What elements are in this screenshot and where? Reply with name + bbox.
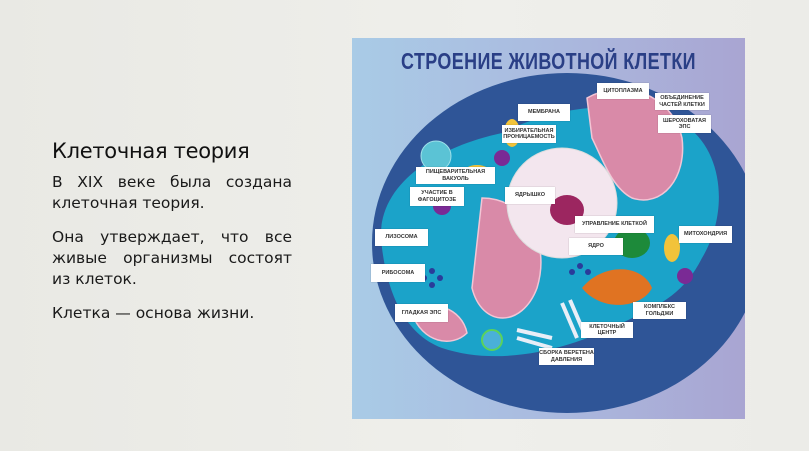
label-control: УПРАВЛЕНИЕ КЛЕТКОЙ — [575, 216, 654, 233]
vesicle — [481, 329, 503, 351]
slide-title: Клеточная теория — [52, 139, 250, 163]
label-ribosome: РИБОСОМА — [371, 264, 425, 282]
lysosome — [494, 150, 510, 166]
mitochondrion — [664, 234, 680, 262]
paragraph-3: Клетка — основа жизни. — [52, 304, 255, 322]
label-nucleus: ЯДРО — [569, 238, 623, 255]
figure-title: СТРОЕНИЕ ЖИВОТНОЙ КЛЕТКИ — [401, 48, 696, 74]
label-phagocytosis: УЧАСТИЕ В ФАГОЦИТОЗЕ — [410, 187, 464, 206]
label-lysosome: ЛИЗОСОМА — [375, 229, 428, 246]
label-mitochondria: МИТОХОНДРИЯ — [679, 226, 732, 243]
label-permeability: ИЗБИРАТЕЛЬНАЯ ПРОНИЦАЕМОСТЬ — [502, 125, 556, 143]
label-union: ОБЪЕДИНЕНИЕ ЧАСТЕЙ КЛЕТКИ — [655, 93, 709, 110]
paragraph-1: В XIX веке была создана клеточная теория… — [52, 173, 292, 212]
label-cytoplasm: ЦИТОПЛАЗМА — [597, 83, 649, 99]
lysosome — [677, 268, 693, 284]
label-nucleolus: ЯДРЫШКО — [505, 187, 555, 204]
label-spindle: СБОРКА ВЕРЕТЕНА ДАВЛЕНИЯ — [539, 348, 594, 365]
label-smooth-er: ГЛАДКАЯ ЭПС — [395, 304, 448, 322]
cell-structure-image: СТРОЕНИЕ ЖИВОТНОЙ КЛЕТКИ ЦИТОПЛАЗМА ОБЪЕ… — [352, 38, 745, 419]
label-centrosome: КЛЕТОЧНЫЙ ЦЕНТР — [581, 322, 633, 338]
centrosome-green — [614, 228, 650, 258]
label-vacuole: ПИЩЕВАРИТЕЛЬНАЯ ВАКУОЛЬ — [416, 167, 495, 184]
golgi — [582, 269, 652, 305]
label-membrane: МЕМБРАНА — [518, 104, 570, 121]
paragraph-2: Она утверждает, что все живые организмы … — [52, 228, 292, 288]
label-rough-er: ШЕРОХОВАТАЯ ЭПС — [658, 115, 711, 133]
label-golgi: КОМПЛЕКС ГОЛЬДЖИ — [633, 302, 686, 319]
